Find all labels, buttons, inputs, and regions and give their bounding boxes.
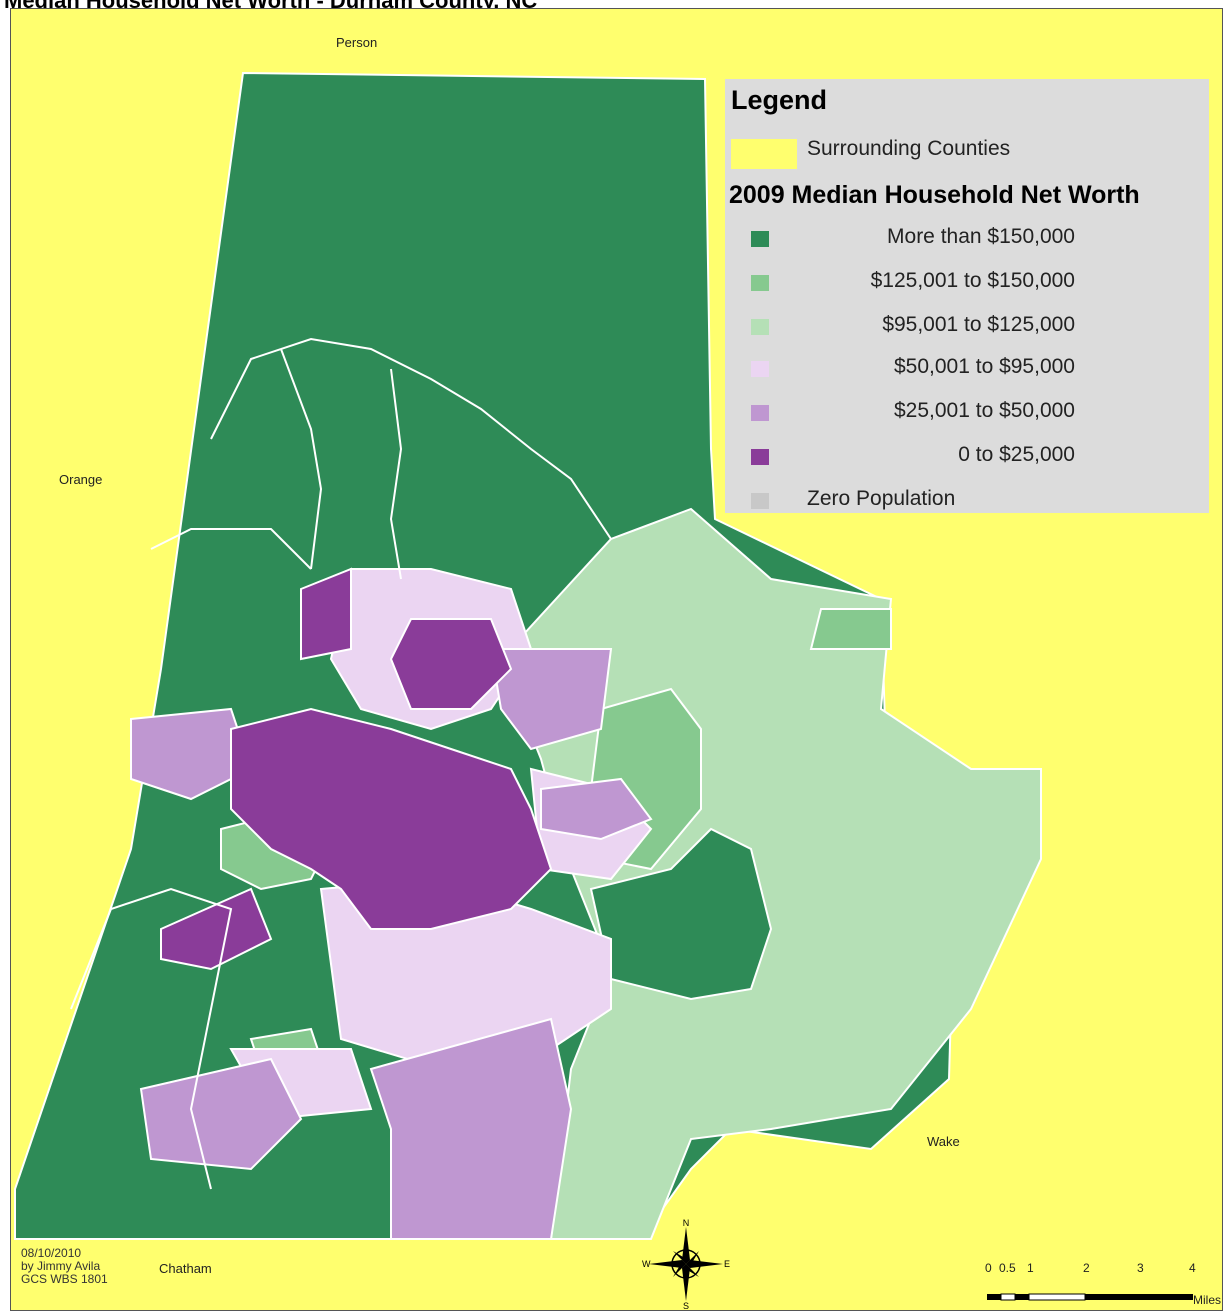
scalebar-tick-label: 1 — [1027, 1261, 1034, 1275]
legend-swatch — [751, 361, 769, 377]
legend-swatch — [751, 319, 769, 335]
county-label-orange: Orange — [59, 472, 103, 487]
legend-section-title: 2009 Median Household Net Worth — [729, 181, 1140, 209]
legend-swatch — [751, 231, 769, 247]
tract-boundary-north-3 — [389, 368, 403, 580]
compass-w: W — [642, 1259, 651, 1269]
tract-boundary-sw — [70, 887, 233, 1190]
legend-panel: Legend Surrounding Counties 2009 Median … — [725, 79, 1209, 513]
scalebar-ticks: 0 0.5 1 2 3 4 — [985, 1261, 1205, 1281]
region-darkpurple-north — [389, 618, 513, 710]
county-label-chatham: Chatham — [159, 1261, 212, 1276]
map-credit: 08/10/2010 by Jimmy Avila GCS WBS 1801 — [21, 1247, 108, 1286]
tract-boundary-west — [150, 528, 312, 570]
scalebar-bar — [987, 1293, 1193, 1301]
region-midpurple-1 — [130, 707, 253, 801]
credit-author: by Jimmy Avila — [21, 1259, 101, 1273]
legend-item-label: More than $150,000 — [887, 225, 1075, 248]
tract-boundary-north-2 — [280, 348, 323, 570]
legend-item: $95,001 to $125,000 — [745, 313, 1185, 343]
legend-item-label: $50,001 to $95,000 — [893, 355, 1075, 378]
scalebar-tick-label: 0.5 — [999, 1261, 1016, 1275]
legend-item: Zero Population — [745, 487, 1185, 517]
legend-item: 0 to $25,000 — [745, 443, 1185, 473]
legend-item-label: $95,001 to $125,000 — [882, 313, 1075, 336]
legend-item: $125,001 to $150,000 — [745, 269, 1185, 299]
compass-n: N — [683, 1219, 690, 1228]
region-midpurple-5 — [540, 777, 653, 841]
county-label-person: Person — [336, 35, 378, 50]
region-darkpurple-core — [230, 707, 553, 930]
legend-item: $50,001 to $95,000 — [745, 355, 1185, 385]
legend-item-label: 0 to $25,000 — [958, 443, 1075, 466]
region-darkpurple-sw — [160, 887, 273, 971]
map-frame: Person Orange Chatham Wake Legend Surrou… — [10, 8, 1223, 1311]
region-midpurple-4 — [489, 648, 613, 751]
tract-boundary-north — [210, 337, 612, 540]
county-label-wake: Wake — [927, 1134, 960, 1149]
scalebar-tick-label: 2 — [1083, 1261, 1090, 1275]
compass-e: E — [724, 1259, 730, 1269]
scalebar-units: Miles — [1193, 1293, 1222, 1307]
legend-item-label: $125,001 to $150,000 — [870, 269, 1075, 292]
compass-rose-icon: N S E W — [641, 1218, 731, 1310]
legend-item: $25,001 to $50,000 — [745, 399, 1185, 429]
map-canvas[interactable] — [11, 9, 1223, 1311]
scalebar-tick-label: 3 — [1137, 1261, 1144, 1275]
region-darkpurple-nw — [300, 567, 352, 661]
scalebar-tick-label: 4 — [1189, 1261, 1196, 1275]
credit-course: GCS WBS 1801 — [21, 1272, 108, 1286]
legend-title: Legend — [731, 85, 828, 115]
compass-s: S — [683, 1301, 689, 1309]
region-dark-east — [589, 827, 773, 1001]
legend-swatch — [751, 275, 769, 291]
legend-surrounding-swatch — [731, 139, 797, 169]
legend-item-label: Zero Population — [807, 487, 956, 510]
scalebar-tick-label: 0 — [985, 1261, 992, 1275]
legend-swatch — [751, 493, 769, 509]
credit-date: 08/10/2010 — [21, 1246, 82, 1260]
legend-surrounding-label: Surrounding Counties — [807, 137, 1011, 160]
region-midpurple-3 — [369, 1017, 573, 1240]
region-medium-1 — [809, 608, 892, 650]
region-midpurple-2 — [139, 1057, 303, 1171]
legend-swatch — [751, 449, 769, 465]
legend-item: More than $150,000 — [745, 225, 1185, 255]
legend-swatch — [751, 405, 769, 421]
legend-item-label: $25,001 to $50,000 — [893, 399, 1075, 422]
